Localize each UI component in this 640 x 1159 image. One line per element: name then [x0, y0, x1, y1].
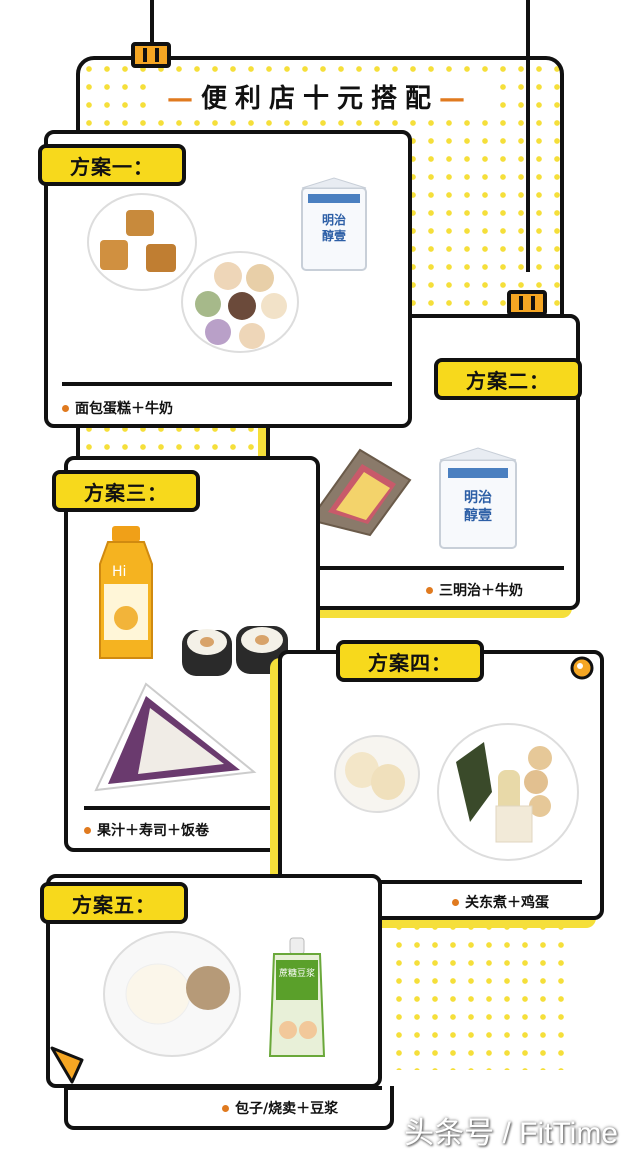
plan-caption-4: 关东煮＋鸡蛋: [452, 892, 549, 912]
plan-label-5: 方案五：: [40, 882, 188, 924]
svg-text:蔗糖豆浆: 蔗糖豆浆: [279, 967, 315, 979]
plan-caption-1: 面包蛋糕＋牛奶: [62, 398, 173, 418]
plan-label-2: 方案二：: [434, 358, 582, 400]
page-title: —便利店十元搭配—: [150, 78, 490, 115]
divider-4: [306, 880, 582, 884]
orange-dot-icon: [570, 656, 594, 680]
bullet-icon: [452, 898, 459, 906]
buns-plate-image: [181, 251, 299, 353]
divider-2: [288, 566, 564, 570]
hanging-wire-left: [150, 0, 154, 44]
plan-label-4: 方案四：: [336, 640, 484, 682]
bun-plate-image: [103, 931, 241, 1057]
fold-corner-icon: [50, 1046, 84, 1084]
bullet-icon: [426, 586, 433, 594]
eggs-bowl-image: [334, 735, 420, 813]
svg-text:明治: 明治: [464, 489, 492, 506]
svg-text:明治: 明治: [322, 212, 346, 227]
divider-3: [84, 806, 298, 810]
svg-text:醇壹: 醇壹: [322, 228, 346, 243]
dotted-backdrop-bottom: [390, 900, 570, 1070]
bullet-icon: [84, 826, 91, 834]
divider-5: [64, 1086, 382, 1090]
soy-milk-pouch-image: 蔗糖豆浆: [268, 937, 326, 1057]
watermark: 头条号 / FitTime: [404, 1117, 618, 1150]
sushi-rolls-image: [182, 626, 288, 676]
milk-carton-image-2: 明治 醇壹: [439, 447, 517, 549]
bullet-icon: [222, 1104, 229, 1112]
divider-1: [62, 382, 392, 386]
plan-label-1: 方案一：: [38, 144, 186, 186]
plan-card-5-bottom: [64, 1086, 394, 1130]
bullet-icon: [62, 404, 69, 412]
bread-plate-image: [87, 193, 197, 291]
binder-clip-left-icon: [131, 42, 171, 68]
plan-caption-2: 三明治＋牛奶: [426, 580, 523, 600]
onigiri-image: [94, 682, 257, 792]
plan-caption-5: 包子/烧卖＋豆浆: [222, 1098, 338, 1118]
sandwich-image: [308, 448, 412, 537]
hanging-wire-right: [526, 0, 530, 272]
binder-clip-right-icon: [507, 290, 547, 316]
plan-label-3: 方案三：: [52, 470, 200, 512]
plan-caption-3: 果汁＋寿司＋饭卷: [84, 820, 209, 840]
milk-carton-image-1: 明治 醇壹: [301, 177, 367, 271]
juice-bottle-image: Hi: [99, 526, 153, 659]
svg-text:Hi: Hi: [112, 564, 126, 580]
oden-plate-image: [437, 723, 579, 861]
svg-text:醇壹: 醇壹: [464, 507, 492, 524]
